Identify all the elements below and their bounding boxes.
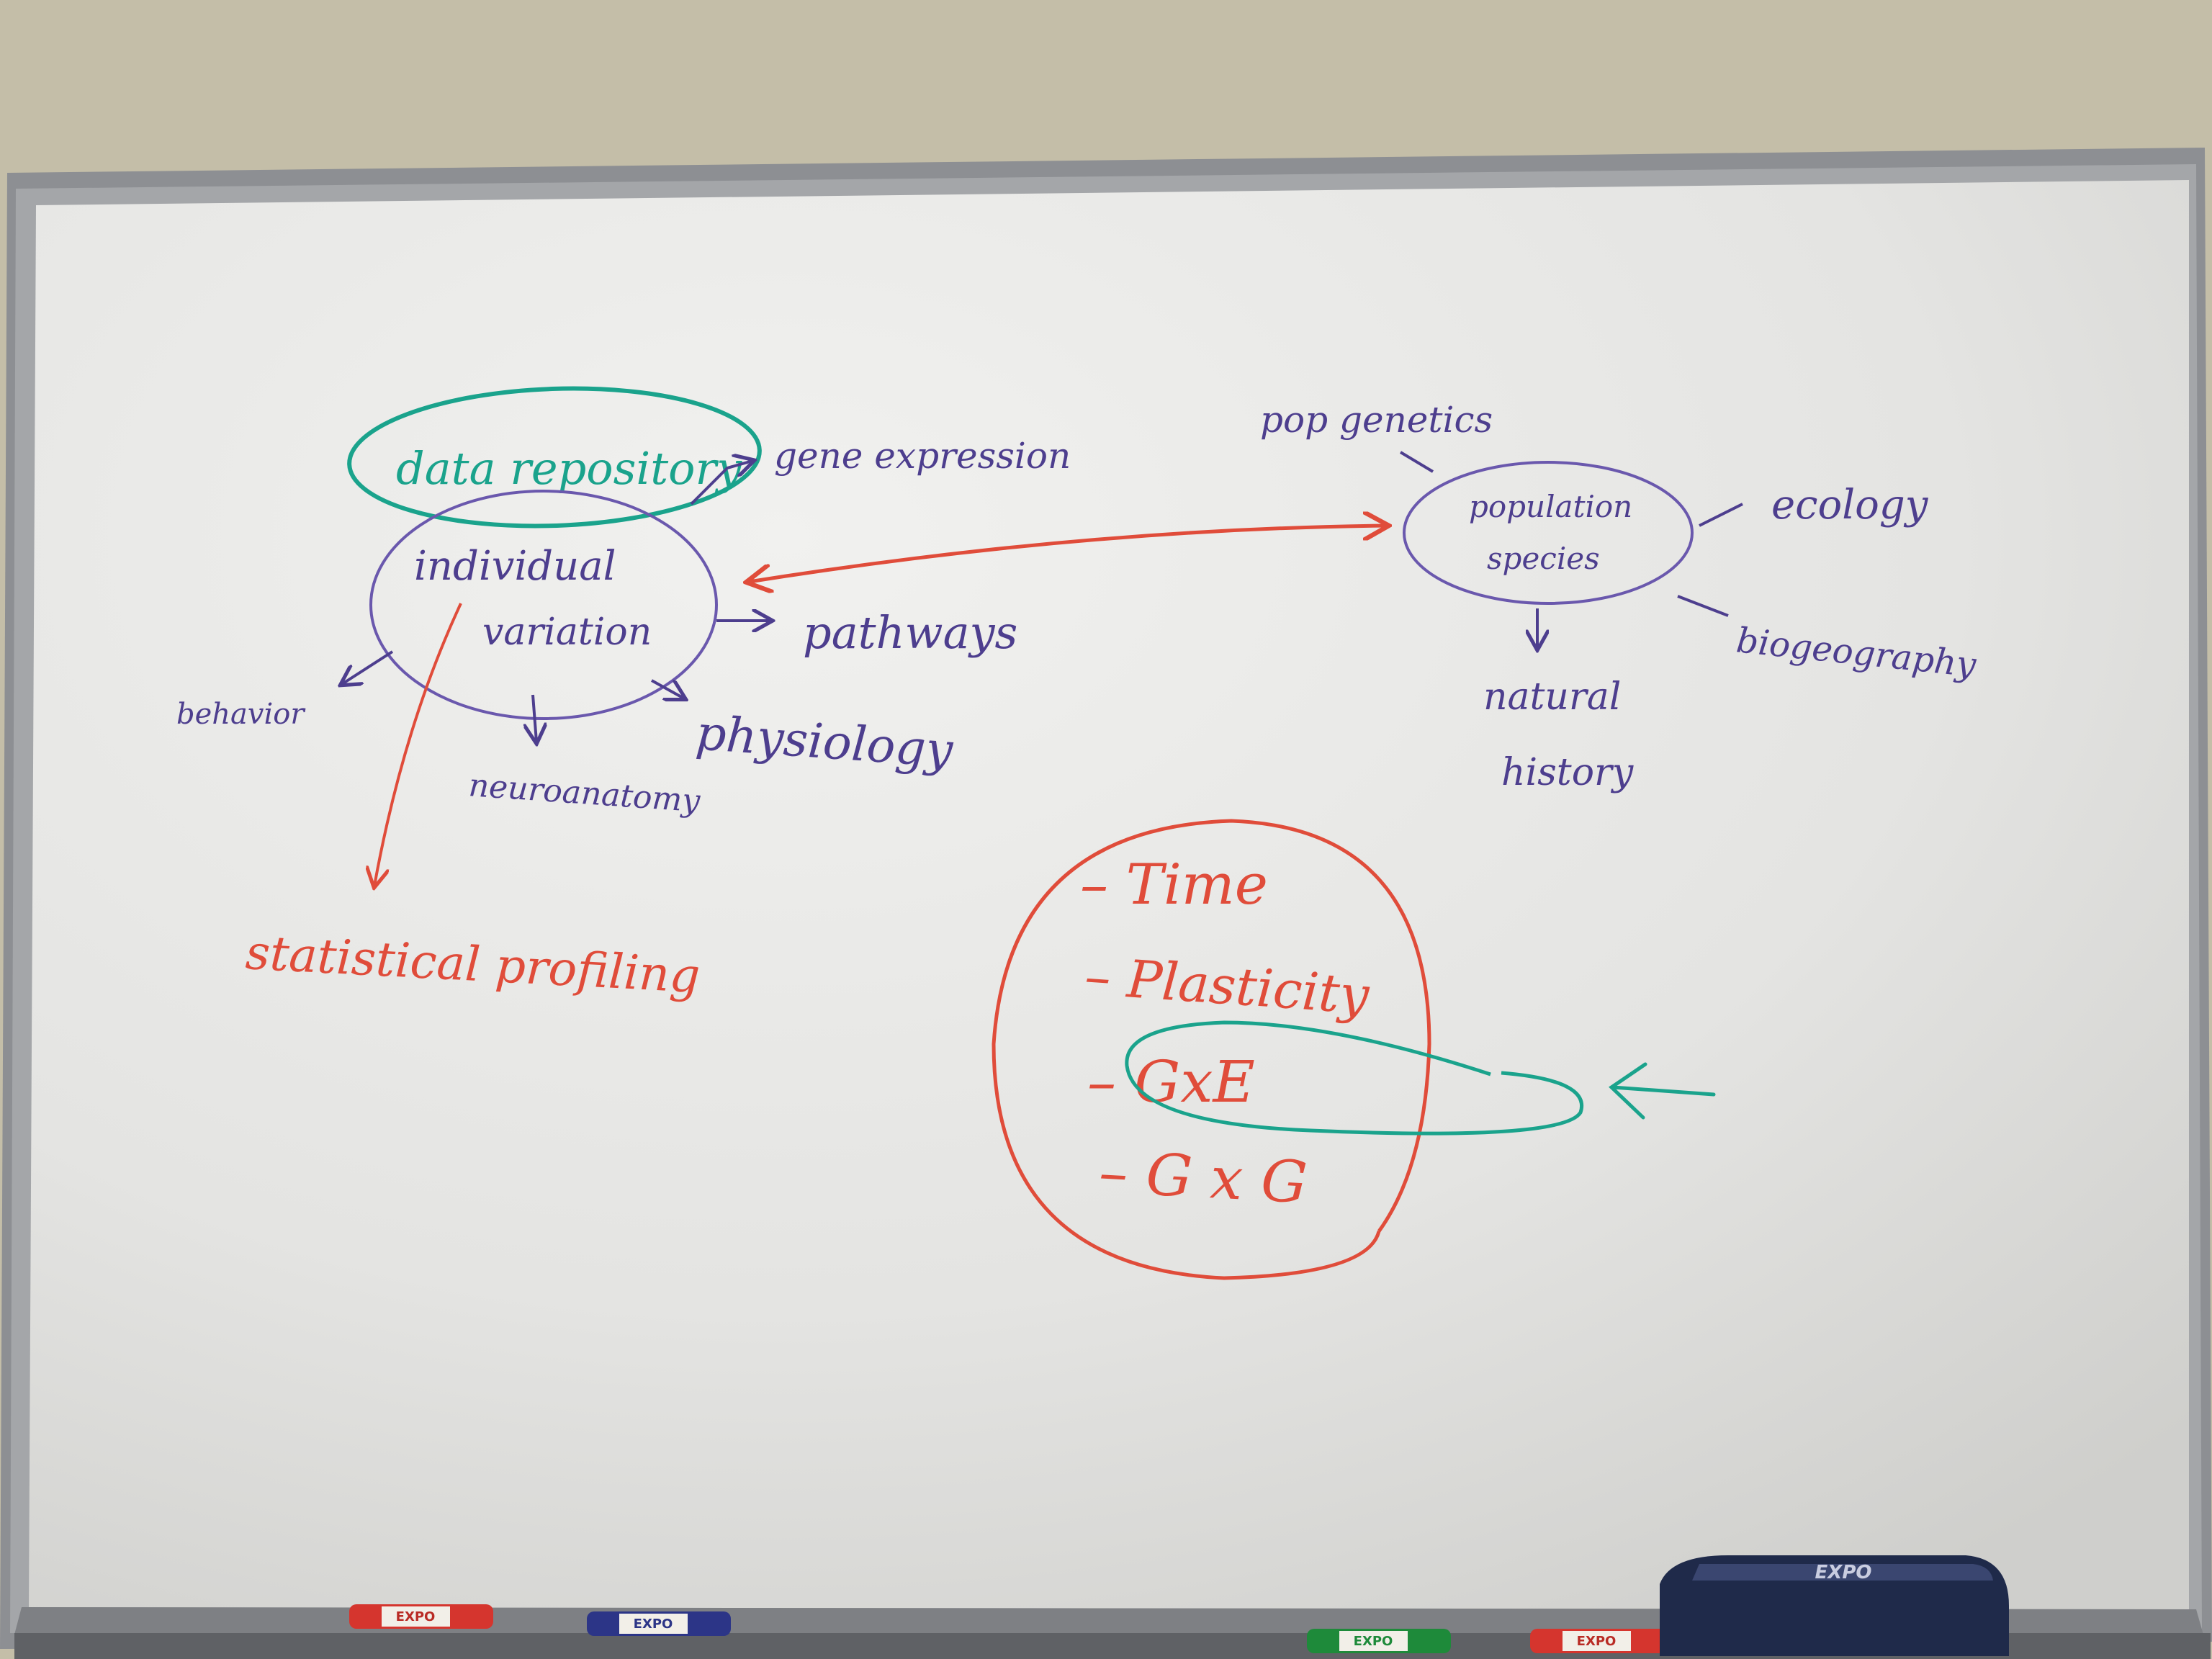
label-gxg: – G x G	[1097, 1138, 1309, 1216]
label-ecology: ecology	[1771, 482, 1929, 529]
teal-loop-gxe	[1125, 1020, 1583, 1136]
marker-label-green: EXPO	[1354, 1634, 1393, 1649]
individual-variation-cluster: individual variation pathways behavior n…	[176, 490, 1017, 820]
label-variation: variation	[482, 611, 652, 654]
whiteboard-eraser-icon[interactable]: EXPO	[1660, 1555, 2009, 1656]
arrow-to-physiology	[651, 679, 684, 698]
arrow-to-statistical-profiling	[374, 603, 462, 886]
line-to-ecology	[1699, 503, 1743, 527]
teal-oval	[347, 386, 762, 529]
dry-erase-marker-icon[interactable]: EXPO	[587, 1611, 731, 1636]
label-natural: natural	[1483, 675, 1621, 719]
marker-label-red-2: EXPO	[1577, 1634, 1617, 1649]
eraser-label: EXPO	[1815, 1562, 1872, 1583]
label-pop-genetics: pop genetics	[1260, 399, 1493, 441]
label-pathways: pathways	[803, 606, 1017, 659]
label-population: population	[1469, 489, 1632, 524]
label-history: history	[1501, 751, 1634, 794]
purple-oval-population	[1403, 461, 1694, 605]
line-to-biogeography	[1677, 595, 1729, 617]
marker-label-blue: EXPO	[634, 1617, 673, 1632]
data-repository-cluster: data repository gene expression	[347, 386, 1071, 529]
arrow-to-behavior	[342, 650, 394, 684]
arrow-to-neuroanatomy	[533, 694, 536, 742]
double-arrow-individual-population	[749, 526, 1386, 582]
red-circle	[992, 819, 1431, 1280]
purple-oval-individual	[369, 490, 718, 720]
whiteboard-surface[interactable]	[29, 180, 2189, 1609]
label-gxe: – GxE	[1087, 1048, 1255, 1115]
population-species-cluster: population species pop genetics ecology …	[1260, 399, 1979, 794]
dry-erase-marker-icon[interactable]: EXPO	[349, 1604, 493, 1629]
label-individual: individual	[414, 543, 616, 590]
label-species: species	[1487, 541, 1600, 576]
teal-arrow-icon	[1609, 1062, 1716, 1120]
arrow-to-gene-expression	[690, 461, 752, 505]
label-data-repository: data repository	[396, 442, 742, 495]
label-behavior: behavior	[176, 698, 306, 731]
label-gene-expression: gene expression	[774, 435, 1071, 477]
line-to-pop-genetics	[1399, 451, 1434, 473]
marker-label-red: EXPO	[396, 1609, 436, 1624]
dry-erase-marker-icon[interactable]: EXPO	[1307, 1629, 1451, 1653]
label-time: – Time	[1080, 853, 1268, 917]
dry-erase-marker-icon[interactable]: EXPO	[1530, 1629, 1674, 1653]
